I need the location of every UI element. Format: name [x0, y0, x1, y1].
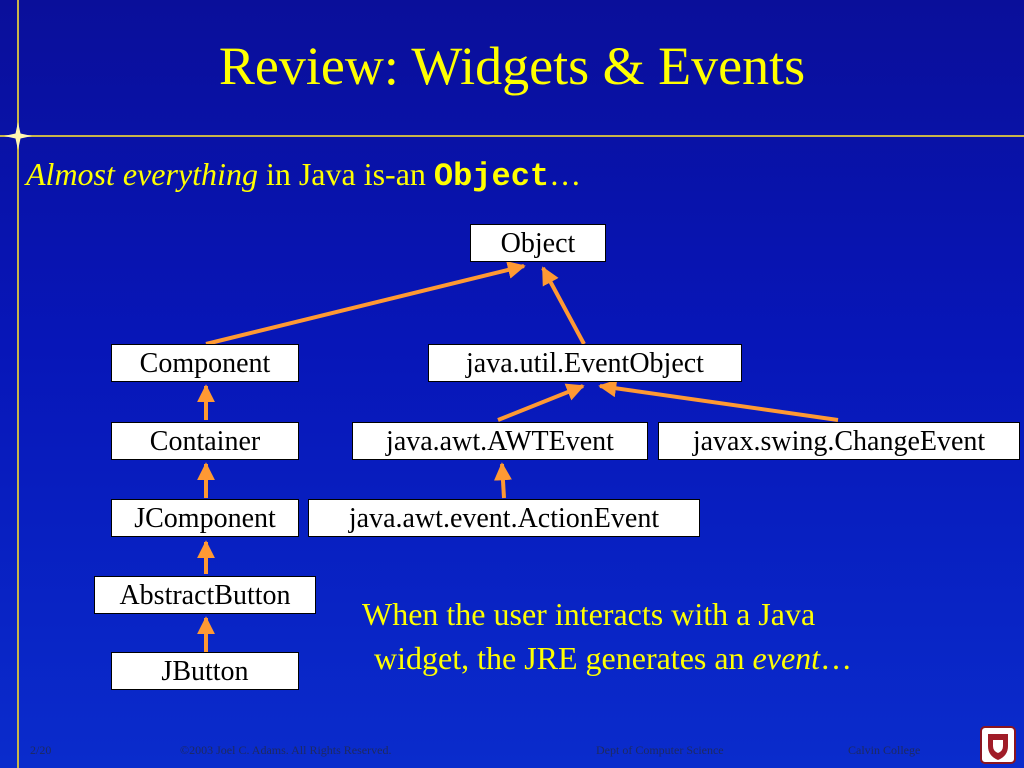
college-seal-icon [980, 726, 1016, 764]
subtitle-italic: Almost everything [26, 156, 258, 192]
arrow-component-object [205, 261, 526, 346]
node-container: Container [111, 422, 299, 460]
note-ellipsis: … [820, 640, 853, 676]
arrow-eventobject-object [541, 266, 586, 345]
horizontal-rule [0, 135, 1024, 137]
slide-title: Review: Widgets & Events [218, 36, 806, 96]
footer-dept: Dept of Computer Science [596, 743, 724, 757]
slide-subtitle: Almost everything in Java is-an Object… [26, 154, 581, 197]
vertical-rule [17, 0, 19, 768]
arrow-awtevent-eventobject [497, 383, 585, 422]
note-text: widget, the JRE generates an [374, 640, 753, 676]
node-awtevent: java.awt.AWTEvent [352, 422, 648, 460]
footer-copyright: ©2003 Joel C. Adams. All Rights Reserved… [180, 743, 392, 757]
star-icon [4, 122, 32, 150]
node-abstractbutton: AbstractButton [94, 576, 316, 614]
note-italic: event [752, 640, 821, 676]
event-note: When the user interacts with a Java widg… [362, 592, 1002, 680]
subtitle-ellipsis: … [549, 156, 582, 192]
note-line-2: widget, the JRE generates an event… [362, 636, 1002, 680]
arrow-changeevent-eventobject [598, 379, 839, 422]
node-actionevent: java.awt.event.ActionEvent [308, 499, 700, 537]
arrow-actionevent-awtevent [493, 462, 512, 499]
node-changeevent: javax.swing.ChangeEvent [658, 422, 1020, 460]
node-jbutton: JButton [111, 652, 299, 690]
subtitle-text: in Java is-an [257, 156, 434, 192]
node-eventobject: java.util.EventObject [428, 344, 742, 382]
note-line-1: When the user interacts with a Java [362, 596, 816, 632]
node-jcomponent: JComponent [111, 499, 299, 537]
footer-college: Calvin College [848, 743, 921, 757]
footer-slide-number: 2/20 [30, 743, 52, 757]
subtitle-code: Object [433, 158, 550, 195]
node-object: Object [470, 224, 606, 262]
node-component: Component [111, 344, 299, 382]
